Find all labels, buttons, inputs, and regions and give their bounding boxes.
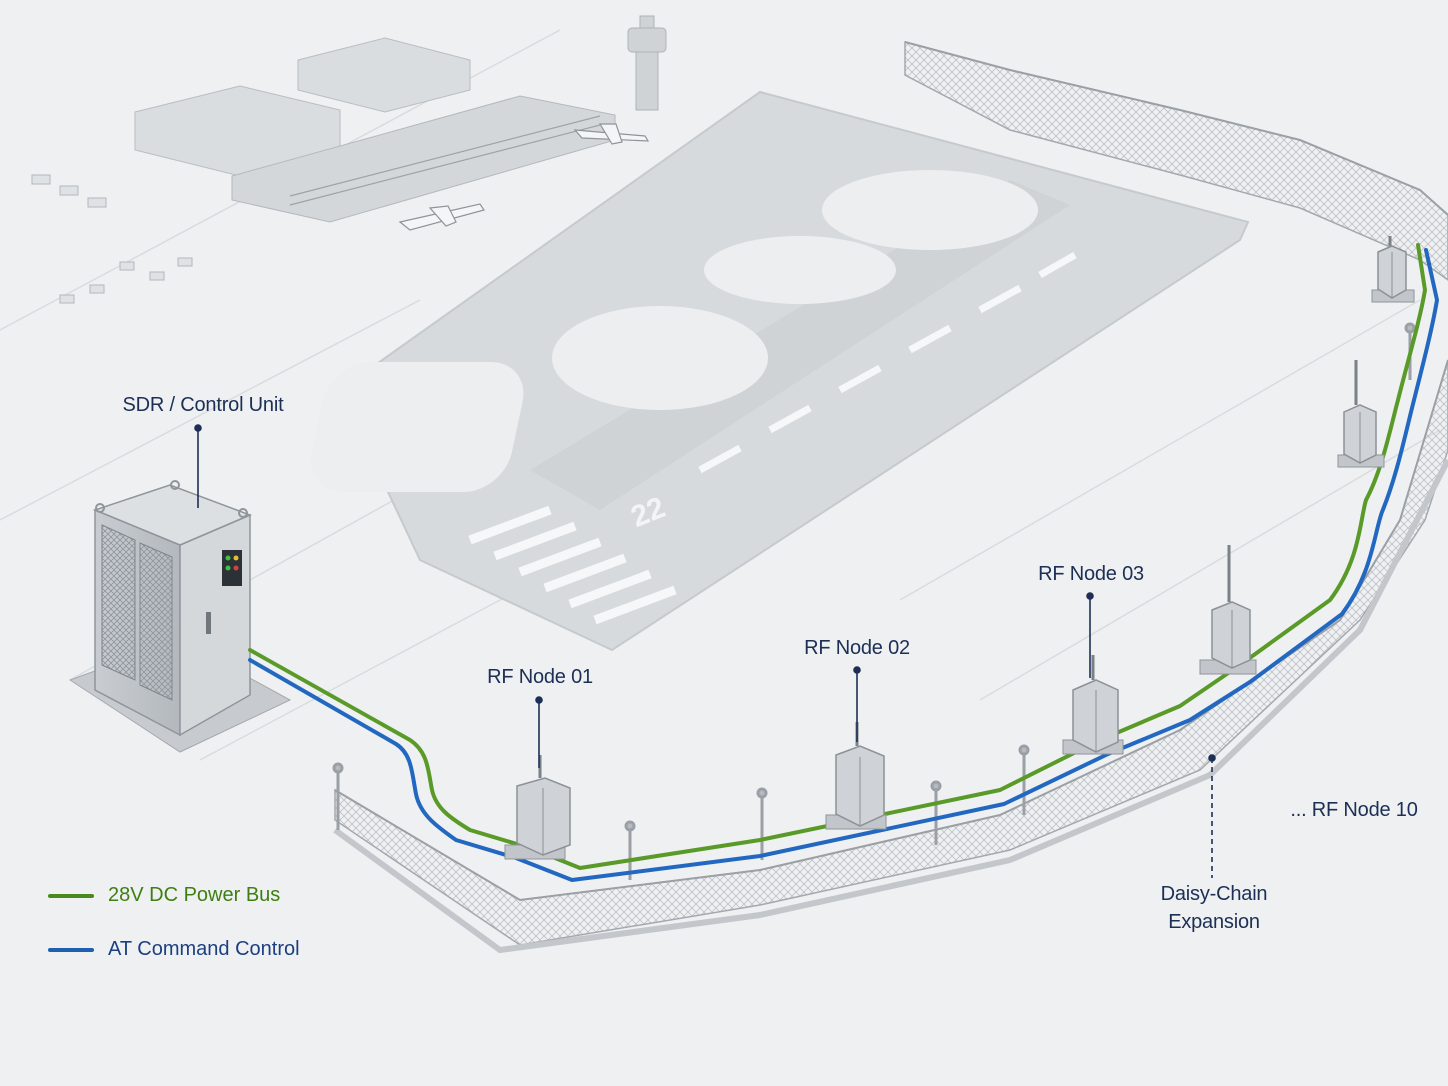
sdr-control-unit-cabinet	[68, 480, 292, 753]
perimeter-fence-rear	[904, 41, 1448, 281]
rf-node-06-box	[1371, 236, 1415, 303]
infield-1	[311, 362, 524, 492]
power-bus-line	[248, 243, 1427, 870]
terminal-block-1	[297, 37, 471, 113]
infield-2	[552, 306, 768, 410]
control-tower	[627, 15, 667, 111]
parked-aircraft	[398, 123, 650, 231]
runway-strip	[530, 180, 1070, 510]
infield-4	[822, 170, 1038, 250]
legend-label-power: 28V DC Power Bus	[108, 884, 281, 906]
status-panel	[222, 550, 242, 586]
control-bus-line	[248, 248, 1439, 882]
label-leaders	[194, 424, 1216, 878]
rf-node-10-label: ... RF Node 10	[1290, 799, 1418, 821]
infield-3	[704, 236, 896, 304]
legend-label-control: AT Command Control	[108, 938, 300, 960]
runway-complex: 22	[311, 90, 1250, 652]
legend-item-power-bus: 28V DC Power Bus	[48, 884, 280, 907]
cable-bus	[248, 243, 1439, 882]
command-control-swatch	[48, 947, 94, 952]
terminal-complex	[31, 15, 667, 304]
rf-node-02-label: RF Node 02	[804, 637, 910, 659]
daisy-chain-expansion-label-line2: Expansion	[1168, 911, 1260, 933]
terminal-windows	[289, 115, 601, 206]
rf-node-03-box	[1062, 655, 1124, 755]
rf-node-05-box	[1337, 360, 1385, 468]
threshold-bars	[468, 505, 677, 625]
sdr-control-unit-label: SDR / Control Unit	[122, 394, 284, 416]
service-buildings	[31, 174, 193, 304]
rf-node-03-label: RF Node 03	[1038, 563, 1144, 585]
legend-item-command-control: AT Command Control	[48, 938, 300, 961]
power-bus-swatch	[48, 893, 94, 898]
centerline-dashes	[698, 251, 1077, 474]
daisy-chain-expansion-label-line1: Daisy-Chain	[1160, 883, 1268, 905]
rf-node-01-label: RF Node 01	[487, 666, 593, 688]
rf-node-04-box	[1199, 545, 1257, 675]
perimeter-fence-front	[333, 359, 1448, 954]
rf-node-01-box	[504, 755, 571, 860]
